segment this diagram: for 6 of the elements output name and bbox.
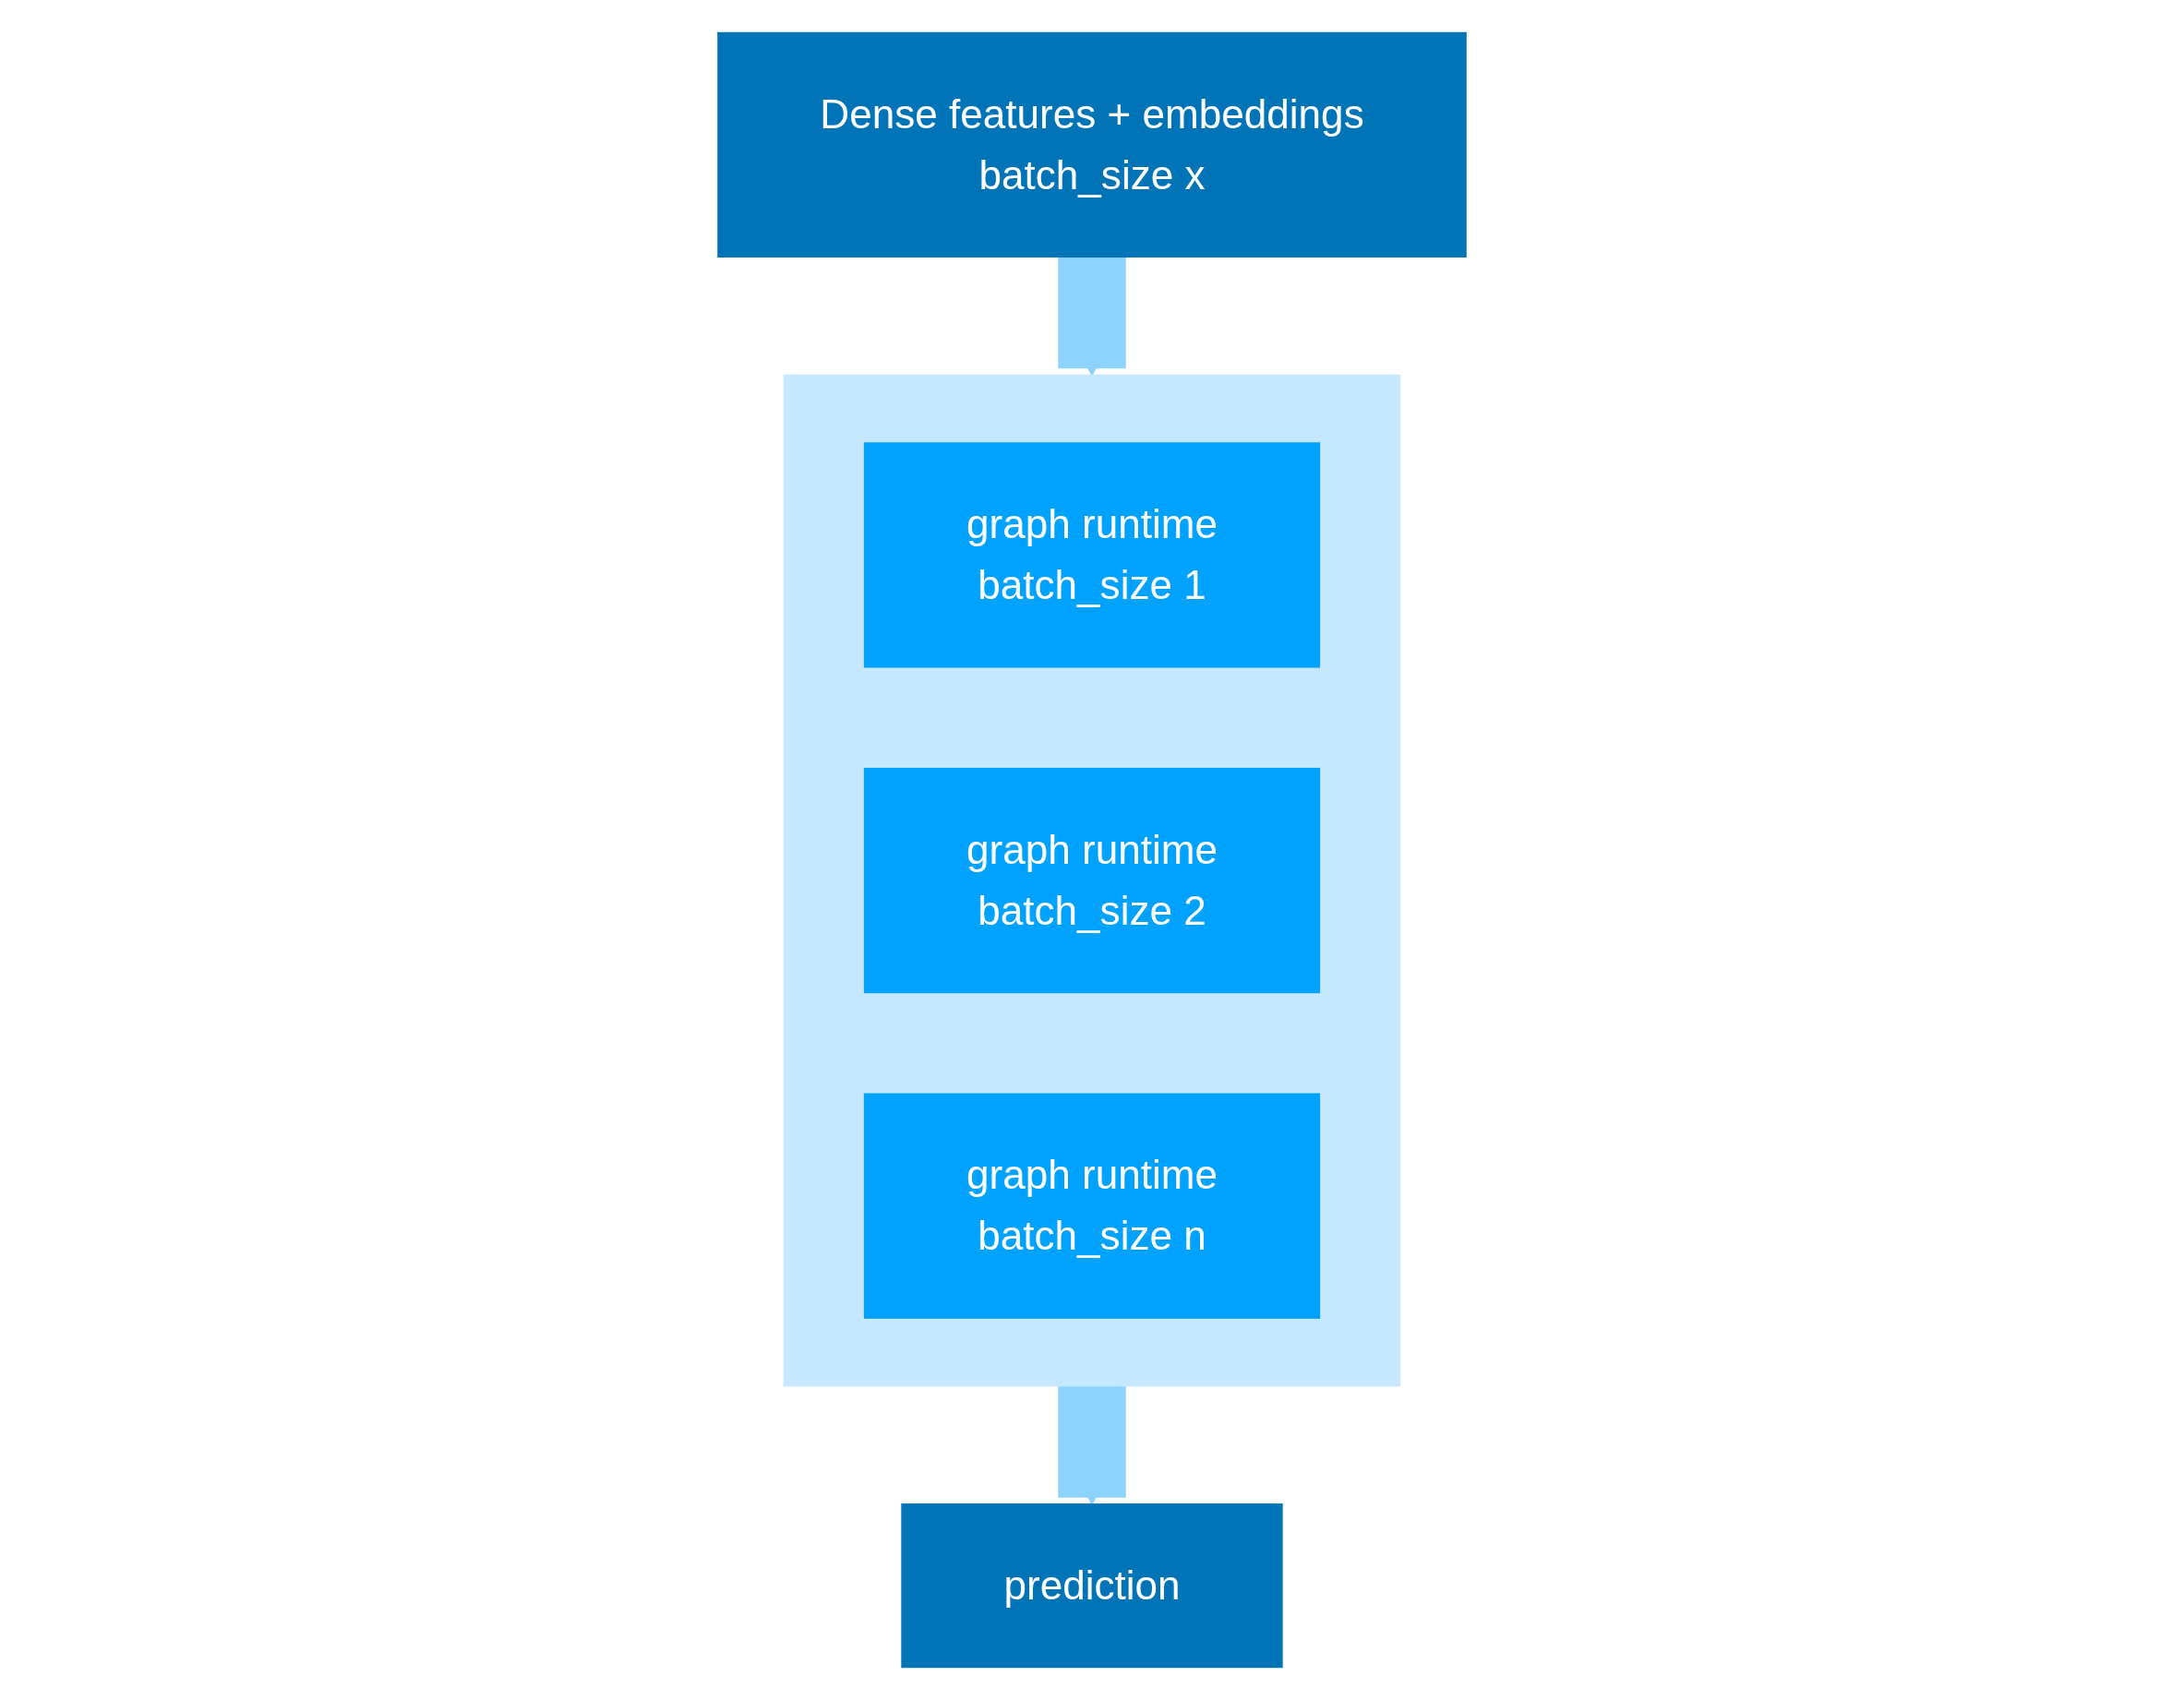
node-box: Dense features + embeddings batch_size x: [717, 31, 1467, 258]
node-box: graph runtime batch_size n: [863, 1093, 1321, 1319]
node-box: graph runtime batch_size 2: [863, 767, 1321, 994]
cluster: [783, 374, 1401, 1387]
node-box: prediction: [901, 1503, 1283, 1669]
node-box: graph runtime batch_size 1: [863, 442, 1321, 668]
